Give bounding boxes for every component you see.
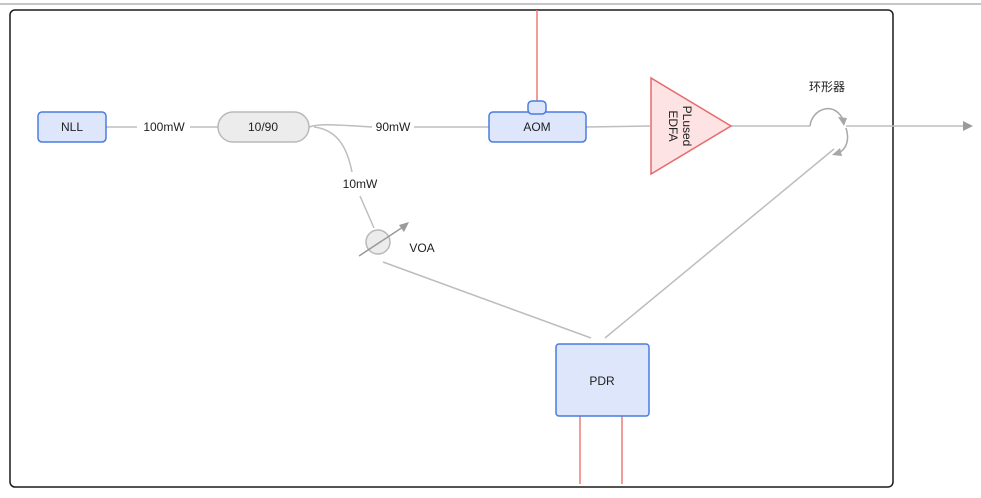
- output-arrow-icon: [963, 121, 973, 131]
- power-100mw-label: 100mW: [143, 120, 185, 134]
- edfa-label-line2: EDFA: [666, 110, 680, 141]
- aom-label: AOM: [523, 120, 550, 134]
- splitter-to-10mw-line: [313, 126, 353, 173]
- voa-node: [358, 222, 409, 257]
- circulator-label: 环形器: [809, 80, 845, 94]
- diagram-frame: [9, 9, 894, 488]
- power-90mw-label: 90mW: [376, 120, 411, 134]
- pdr-label: PDR: [589, 374, 615, 388]
- nll-label: NLL: [61, 120, 83, 134]
- pdr-node: PDR: [555, 343, 650, 417]
- voa-to-pdr-line: [382, 261, 592, 339]
- nll-node: NLL: [37, 111, 107, 143]
- fiber-connections: [106, 124, 966, 339]
- aom-to-edfa-line: [585, 125, 651, 128]
- aom-node: AOM: [488, 100, 587, 143]
- voa-label: VOA: [409, 241, 434, 255]
- splitter-node: 10/90: [217, 111, 310, 143]
- pdr-to-circulator-line: [604, 148, 835, 339]
- splitter-to-90mw-line: [308, 124, 373, 128]
- power-10mw-label: 10mW: [343, 177, 378, 191]
- voa-arrow-icon: [399, 222, 409, 232]
- 10mw-to-voa-line: [359, 195, 375, 229]
- edfa-label-line1: PLused: [680, 106, 694, 147]
- circulator-icon: [809, 107, 849, 156]
- aom-port: [527, 100, 547, 115]
- splitter-label: 10/90: [248, 120, 278, 134]
- edfa-node: PLused EDFA: [650, 76, 733, 176]
